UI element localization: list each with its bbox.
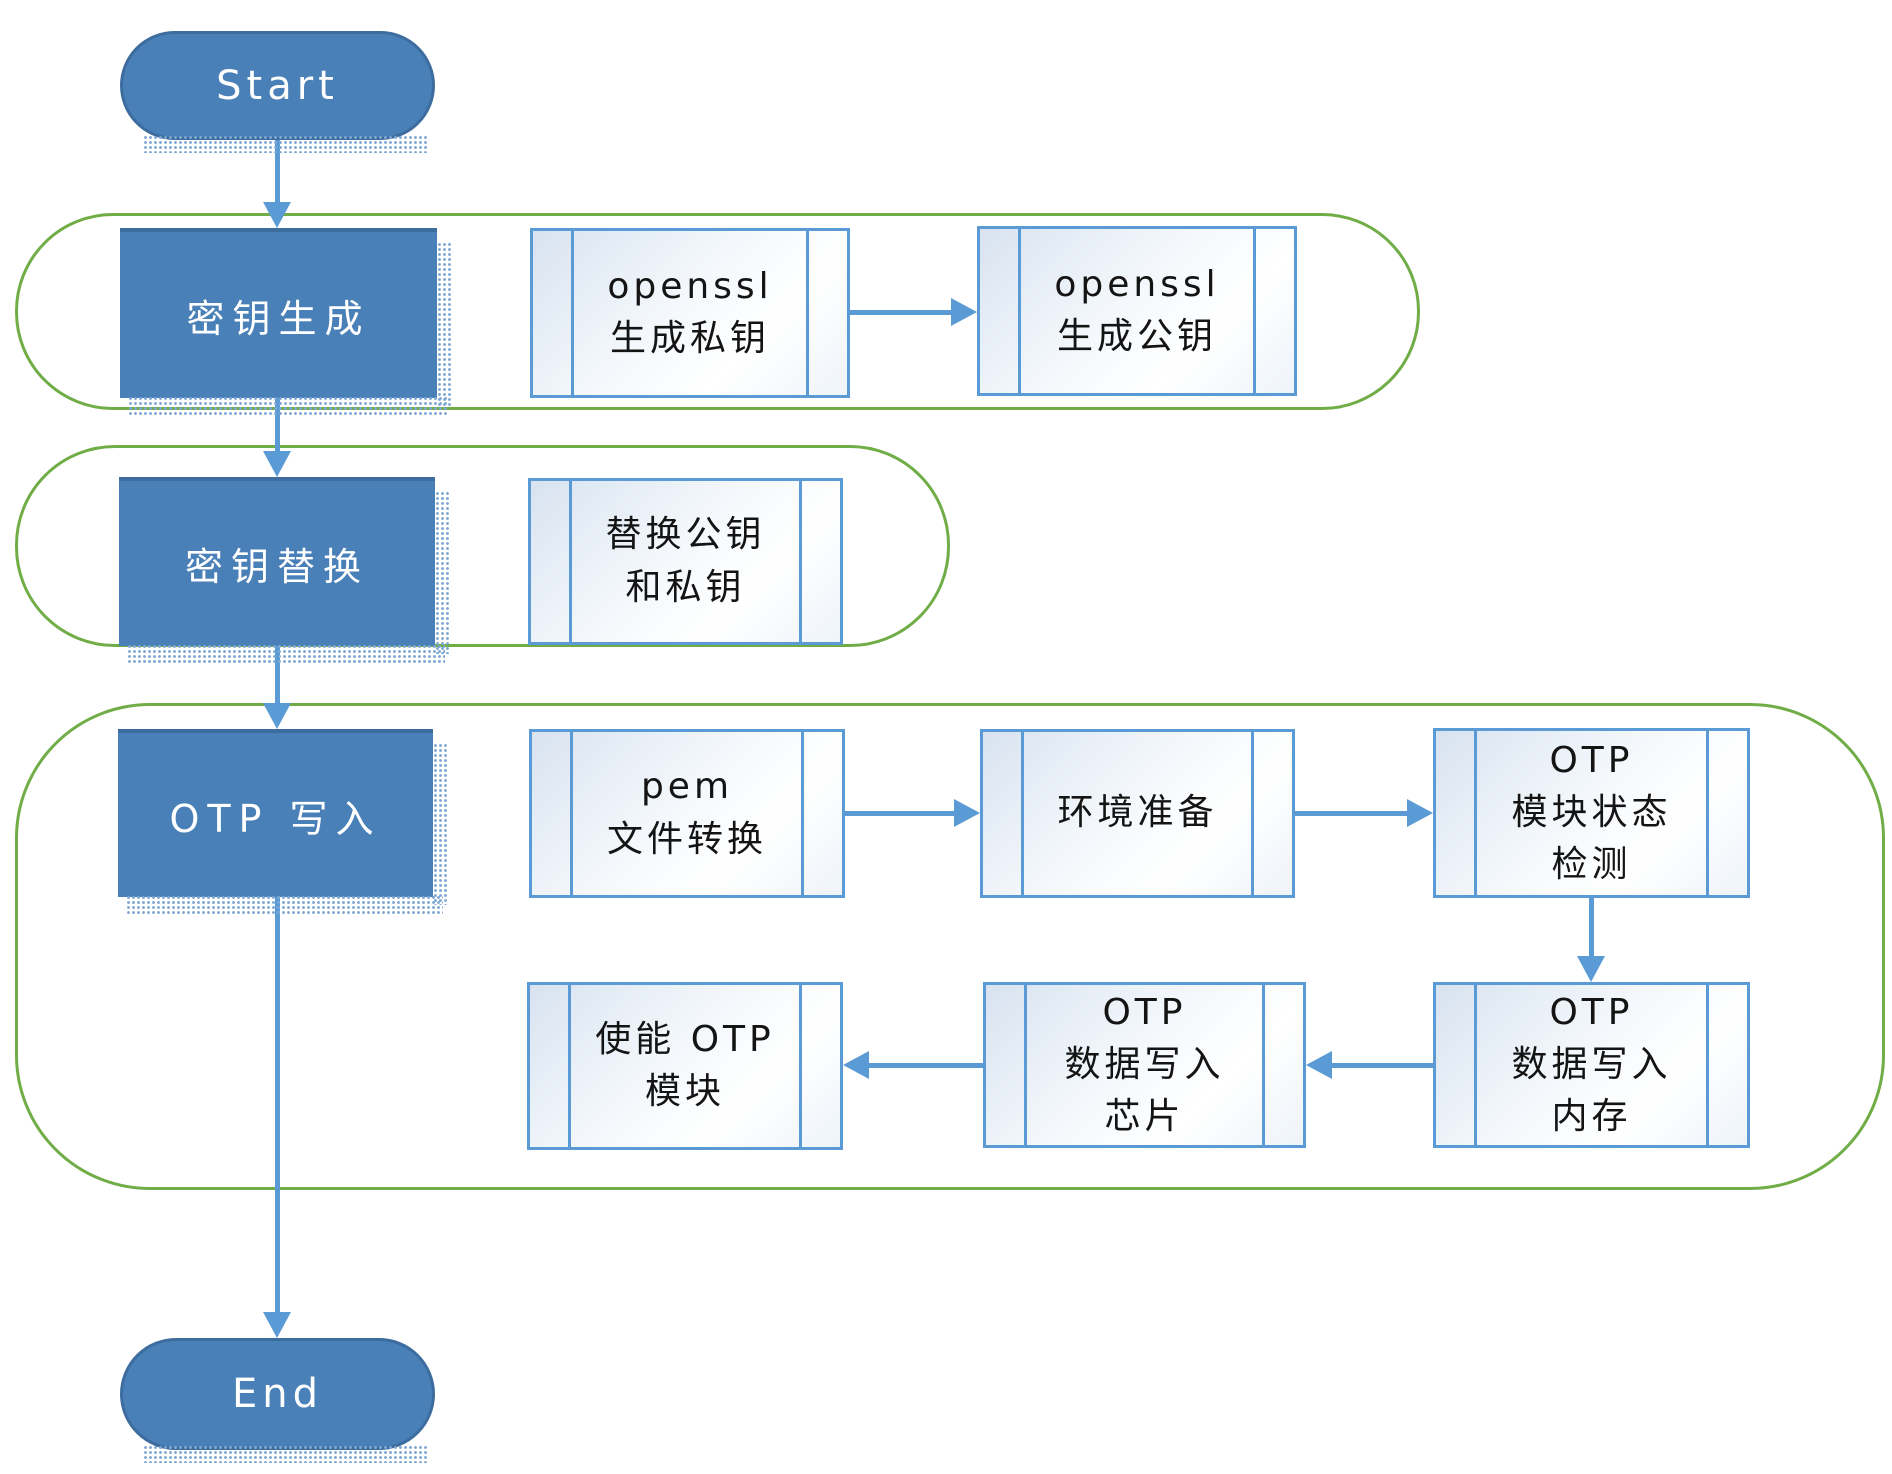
node-pem-file-convert-label: pem 文件转换 bbox=[606, 766, 767, 860]
node-pem-file-convert: pem 文件转换 bbox=[529, 729, 845, 898]
node-end: End bbox=[120, 1338, 435, 1463]
arrowhead-right-icon bbox=[1407, 799, 1433, 827]
node-otp-data-write-chip-label: OTP 数据写入 芯片 bbox=[1064, 991, 1225, 1138]
node-otp-module-status-check-label: OTP 模块状态 检测 bbox=[1511, 739, 1672, 886]
node-key-replacement-label: 密钥替换 bbox=[184, 545, 369, 589]
node-otp-module-status-check: OTP 模块状态 检测 bbox=[1433, 728, 1750, 898]
arrowhead-down-icon bbox=[263, 703, 291, 729]
arrow-otp-write-to-end bbox=[275, 897, 280, 1314]
arrow-pem-convert-to-env-prepare bbox=[845, 811, 956, 816]
arrowhead-down-icon bbox=[263, 1312, 291, 1338]
arrowhead-down-icon bbox=[263, 451, 291, 477]
node-end-label: End bbox=[231, 1371, 323, 1417]
lane-key-replacement bbox=[15, 445, 950, 647]
node-environment-prepare-label: 环境准备 bbox=[1057, 792, 1218, 834]
node-openssl-gen-private-key-label: openssl 生成私钥 bbox=[607, 265, 773, 359]
node-otp-data-write-memory-label: OTP 数据写入 内存 bbox=[1511, 991, 1672, 1138]
node-key-generation-label: 密钥生成 bbox=[186, 296, 371, 341]
node-start-label: Start bbox=[216, 62, 339, 109]
node-enable-otp-module-label: 使能 OTP 模块 bbox=[595, 1018, 775, 1112]
node-key-replacement: 密钥替换 bbox=[119, 477, 451, 664]
arrowhead-right-icon bbox=[954, 799, 980, 827]
node-otp-data-write-memory: OTP 数据写入 内存 bbox=[1433, 982, 1750, 1148]
node-openssl-gen-public-key: openssl 生成公钥 bbox=[977, 226, 1297, 396]
arrowhead-left-icon bbox=[1306, 1051, 1332, 1079]
arrow-key-generation-to-key-replacement bbox=[275, 398, 280, 453]
arrowhead-down-icon bbox=[263, 202, 291, 228]
node-start: Start bbox=[120, 31, 435, 153]
arrow-key-replacement-to-otp-write bbox=[275, 644, 280, 705]
node-otp-write: OTP 写入 bbox=[118, 729, 449, 915]
arrowhead-right-icon bbox=[951, 298, 977, 326]
arrow-status-check-to-write-memory bbox=[1589, 898, 1594, 958]
arrow-env-prepare-to-status-check bbox=[1295, 811, 1409, 816]
lane-key-generation bbox=[15, 213, 1420, 410]
node-environment-prepare: 环境准备 bbox=[980, 729, 1295, 898]
arrowhead-left-icon bbox=[843, 1051, 869, 1079]
node-openssl-gen-private-key: openssl 生成私钥 bbox=[530, 228, 850, 398]
arrow-write-chip-to-enable-module bbox=[867, 1063, 983, 1068]
lane-otp-write bbox=[15, 703, 1885, 1190]
node-replace-keys: 替换公钥 和私钥 bbox=[528, 478, 843, 645]
node-key-generation: 密钥生成 bbox=[120, 228, 453, 416]
node-replace-keys-label: 替换公钥 和私钥 bbox=[605, 514, 766, 608]
arrowhead-down-icon bbox=[1577, 956, 1605, 982]
node-otp-write-label: OTP 写入 bbox=[169, 796, 382, 841]
arrow-start-to-key-generation bbox=[275, 140, 280, 204]
node-openssl-gen-public-key-label: openssl 生成公钥 bbox=[1054, 263, 1220, 357]
arrow-write-memory-to-write-chip bbox=[1330, 1063, 1433, 1068]
node-otp-data-write-chip: OTP 数据写入 芯片 bbox=[983, 982, 1306, 1148]
node-enable-otp-module: 使能 OTP 模块 bbox=[527, 982, 843, 1150]
arrow-gen-private-to-gen-public bbox=[850, 310, 953, 315]
